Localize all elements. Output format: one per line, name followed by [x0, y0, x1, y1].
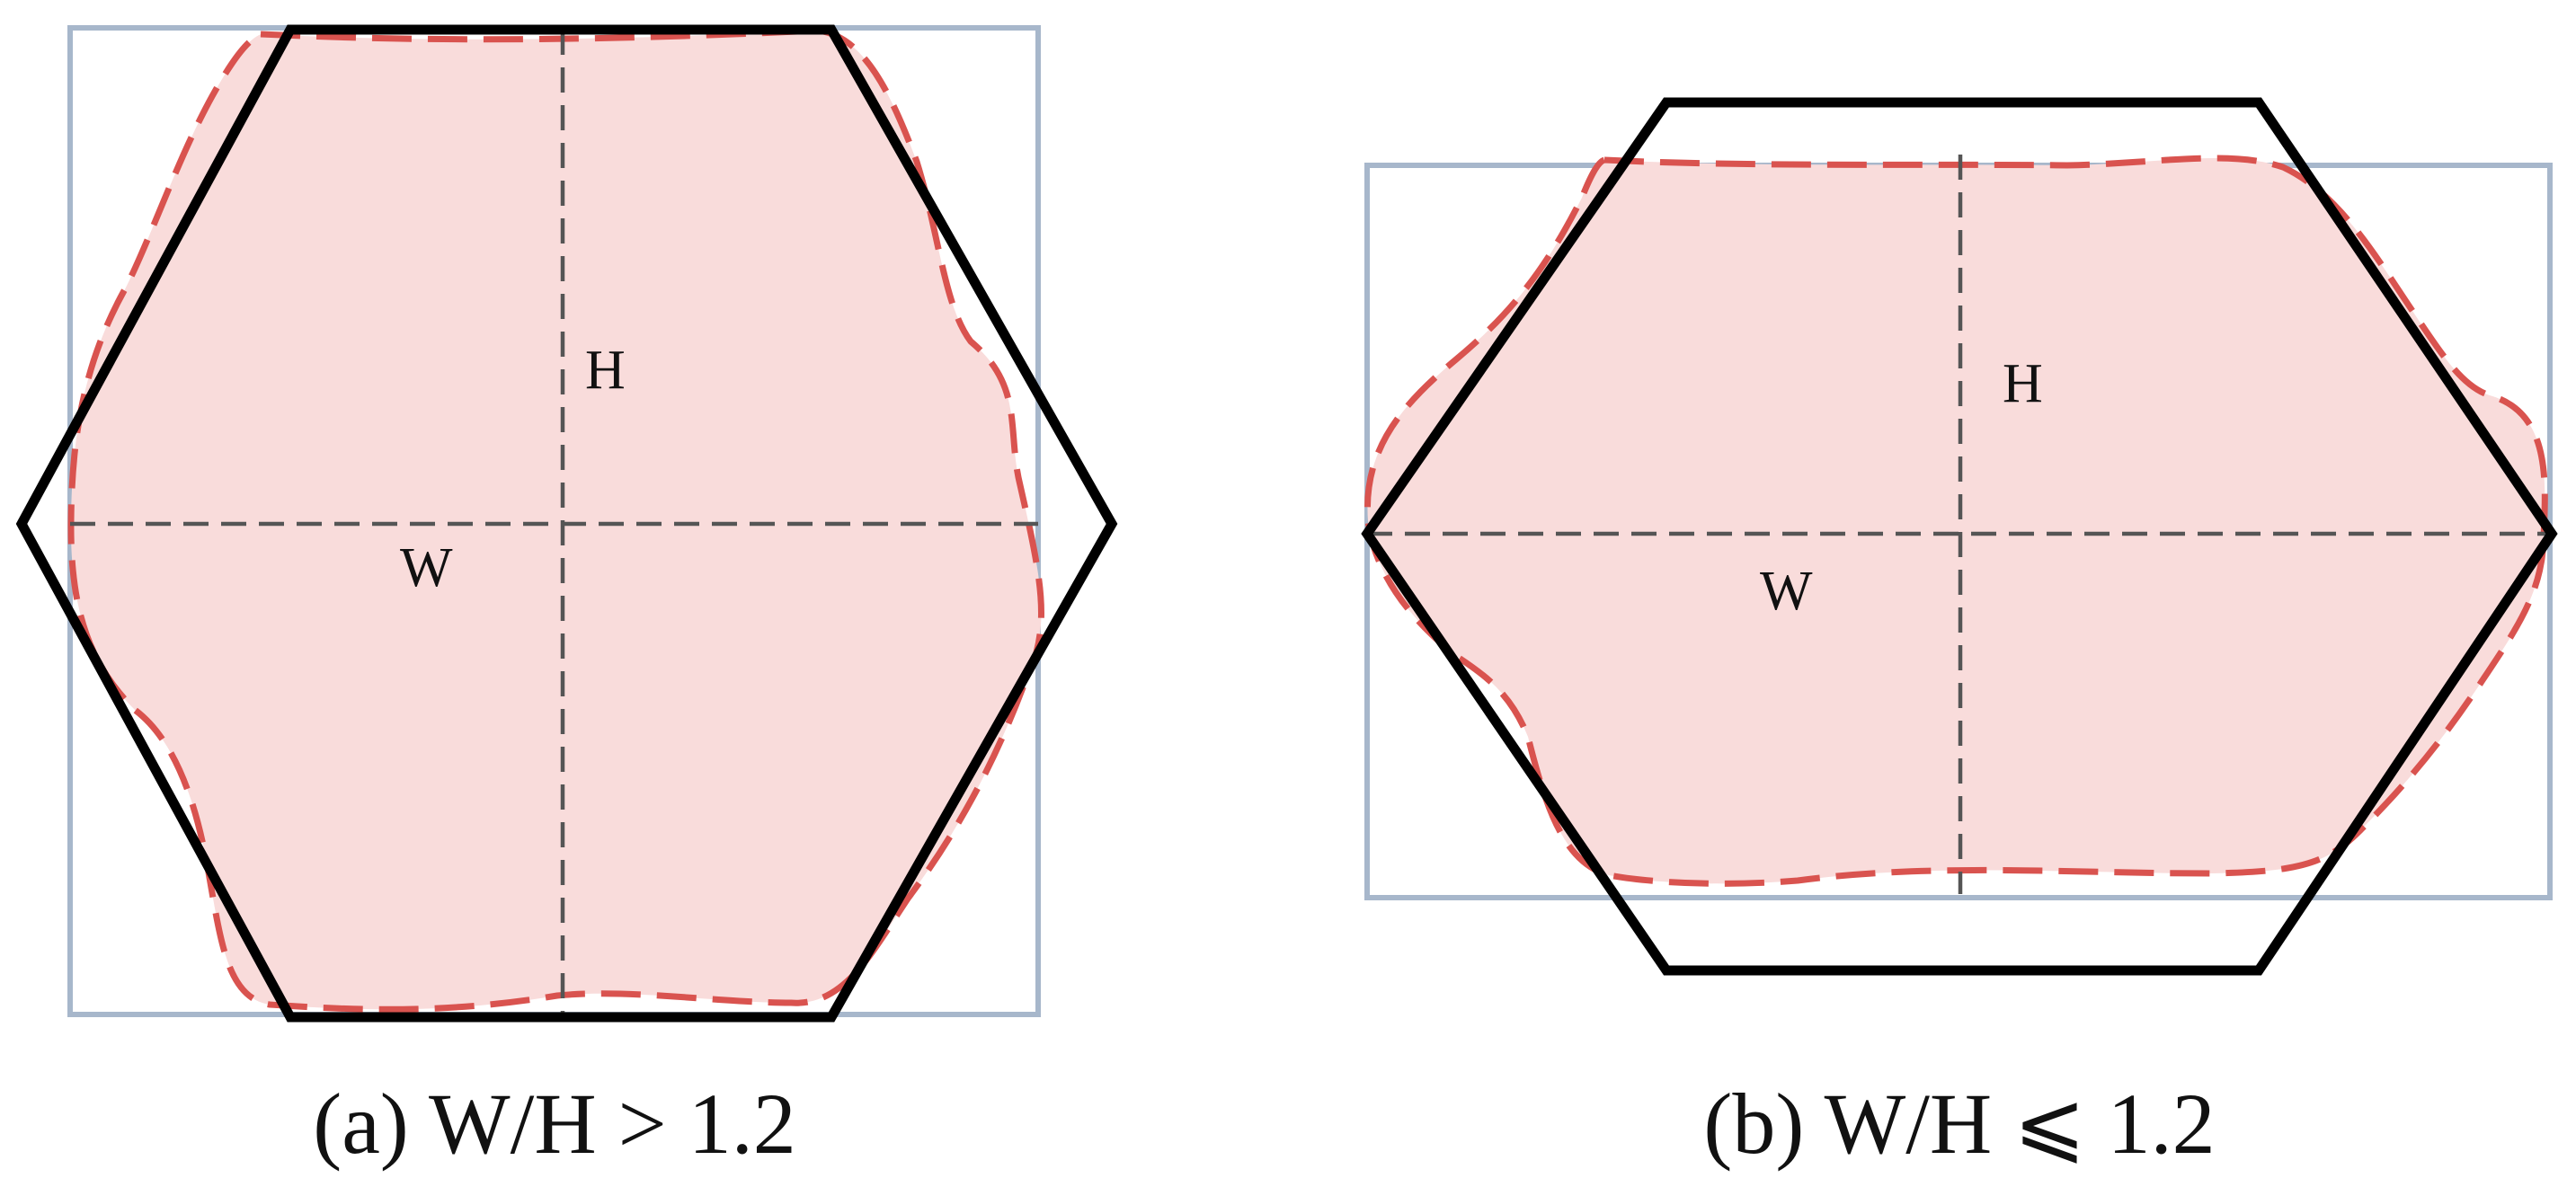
panel-b-hexagon — [1361, 97, 2558, 976]
panel-b-width-label: W — [1760, 561, 1813, 622]
panel-b-region — [1364, 155, 2548, 887]
panel-a-hexagon — [15, 24, 1118, 1023]
panel-b-height-label: H — [2003, 353, 2043, 414]
panel-a-width-label: W — [400, 537, 453, 598]
panel-a-caption: (a) W/H > 1.2 — [313, 1076, 796, 1172]
panel-a: H W (a) W/H > 1.2 — [15, 24, 1118, 1172]
panel-a-height-label: H — [585, 340, 626, 401]
panel-a-region — [67, 27, 1044, 1013]
panel-b: H W (b) W/H ⩽ 1.2 — [1361, 97, 2558, 1172]
panel-b-caption: (b) W/H ⩽ 1.2 — [1703, 1076, 2215, 1172]
